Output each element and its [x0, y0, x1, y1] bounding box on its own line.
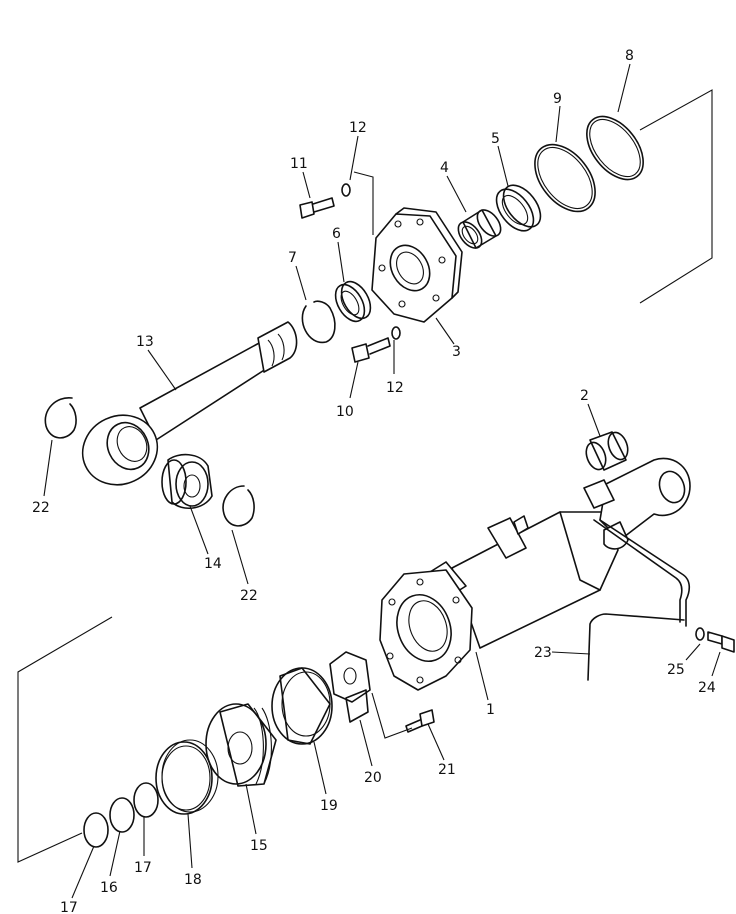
- bracket-part-12: [353, 171, 374, 235]
- label-part-13: 13: [136, 334, 154, 350]
- group-bracket-bottom: [17, 616, 113, 863]
- part-17-ring-left: [83, 812, 109, 848]
- part-19-wear-ring: [271, 667, 333, 745]
- part-24-bolt: [707, 631, 735, 653]
- label-part-3: 3: [452, 344, 461, 360]
- part-22-snap-ring-right: [222, 485, 255, 527]
- part-25-washer: [695, 627, 705, 641]
- part-20-nut: [329, 651, 371, 723]
- part-9-backup-ring: [534, 143, 596, 213]
- group-bracket-top: [639, 89, 713, 304]
- part-15-piston: [205, 703, 277, 787]
- leader-lines: [43, 63, 721, 899]
- label-part-6: 6: [332, 226, 341, 242]
- label-part-25: 25: [667, 662, 685, 678]
- label-part-15: 15: [250, 838, 268, 854]
- part-5-bearing: [495, 184, 542, 232]
- part-1-cylinder-tube: [379, 457, 691, 691]
- label-part-16: 16: [100, 880, 118, 896]
- part-12-washer-bottom: [391, 326, 401, 340]
- label-part-18: 18: [184, 872, 202, 888]
- label-part-17-left: 17: [60, 900, 78, 914]
- part-11-bolt: [299, 197, 335, 219]
- part-12-washer-top: [341, 183, 351, 197]
- label-part-19: 19: [320, 798, 338, 814]
- label-part-1: 1: [486, 702, 495, 718]
- label-part-4: 4: [440, 160, 449, 176]
- part-21-bolt: [405, 709, 435, 733]
- label-part-22-left: 22: [32, 500, 50, 516]
- label-part-12-top: 12: [349, 120, 367, 136]
- part-3-cylinder-head: [371, 207, 463, 323]
- part-18-ring: [155, 739, 219, 815]
- label-part-24: 24: [698, 680, 716, 696]
- part-6-seal: [334, 280, 372, 323]
- part-2-bushing: [585, 431, 629, 471]
- label-part-7: 7: [288, 250, 297, 266]
- part-number-labels: 8 9 5 4 12 11 6 7 3 12 10 13 2 22 14 22 …: [32, 48, 716, 914]
- label-part-21: 21: [438, 762, 456, 778]
- label-part-10: 10: [336, 404, 354, 420]
- label-part-20: 20: [364, 770, 382, 786]
- part-7-snap-ring: [301, 300, 336, 344]
- part-14-spherical-bearing: [161, 453, 213, 509]
- label-part-8: 8: [625, 48, 634, 64]
- label-part-2: 2: [580, 388, 589, 404]
- part-10-bolt: [351, 337, 391, 363]
- label-part-23: 23: [534, 645, 552, 661]
- part-23-pipe-outer: [593, 519, 683, 623]
- label-part-9: 9: [553, 91, 562, 107]
- label-part-22-right: 22: [240, 588, 258, 604]
- part-4-bushing: [457, 209, 502, 249]
- part-16-ring: [109, 797, 135, 833]
- label-part-12-bottom: 12: [386, 380, 404, 396]
- part-17-ring-right: [133, 782, 159, 818]
- part-13-piston-rod: [81, 321, 298, 486]
- bracket-part-20: [371, 692, 413, 739]
- part-22-snap-ring-left: [44, 397, 77, 439]
- label-part-5: 5: [491, 131, 500, 147]
- part-8-o-ring: [586, 115, 644, 181]
- label-part-14: 14: [204, 556, 222, 572]
- part-23-pipe: [587, 519, 691, 681]
- label-part-17-right: 17: [134, 860, 152, 876]
- label-part-11: 11: [290, 156, 308, 172]
